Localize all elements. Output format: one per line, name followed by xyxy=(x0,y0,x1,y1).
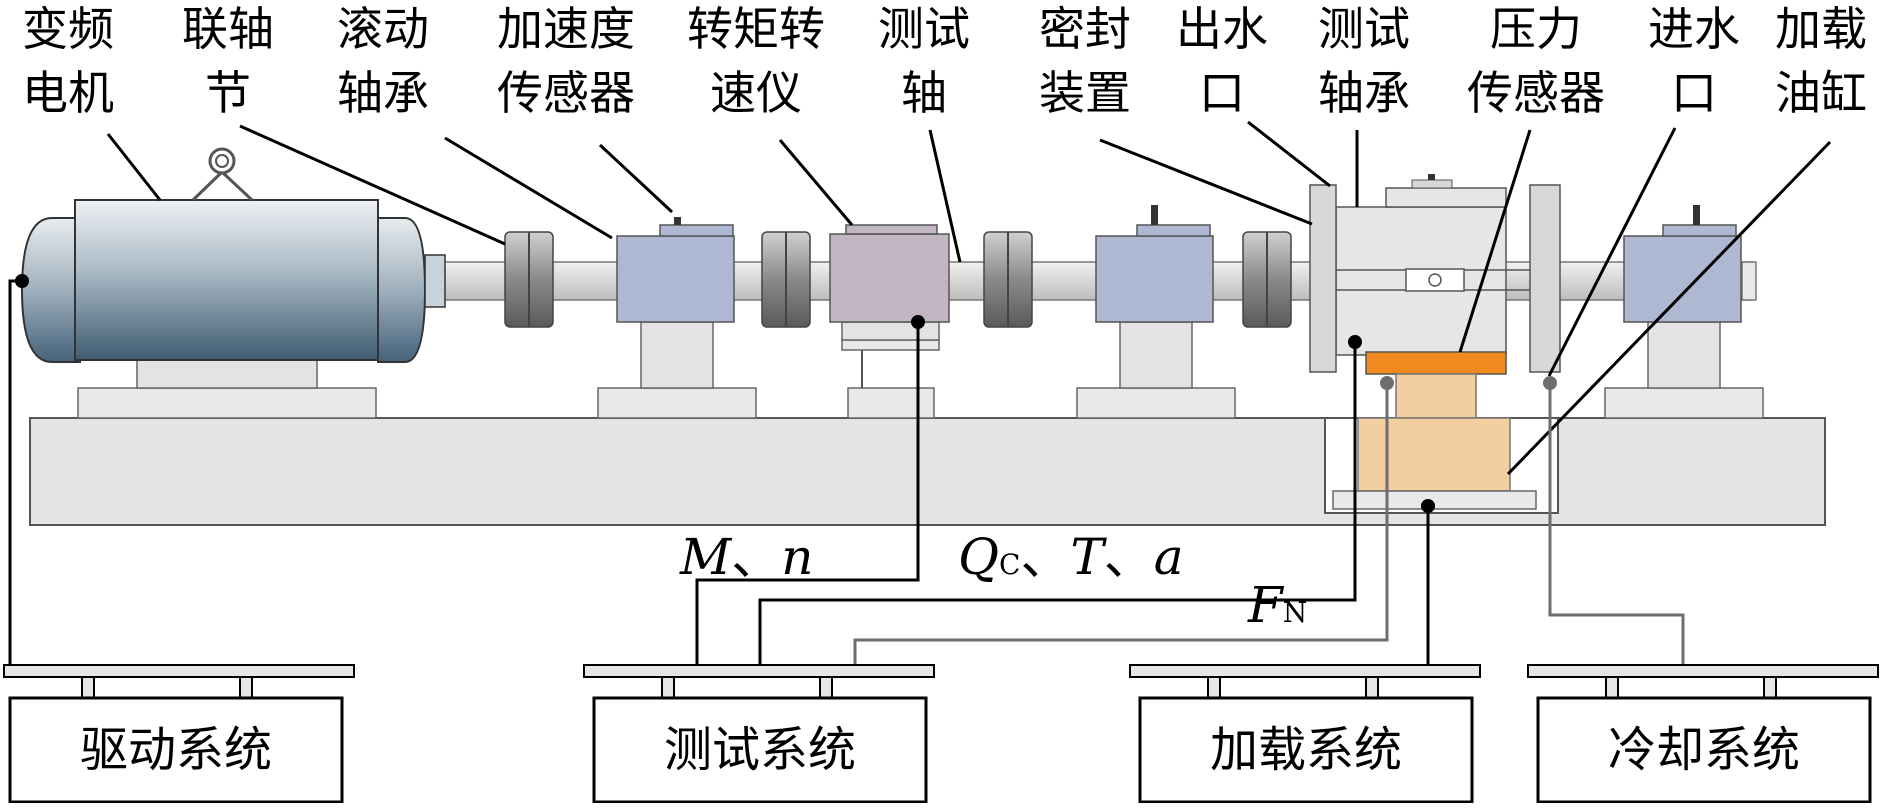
label-test-bearing-line2: 轴承 xyxy=(1318,66,1410,120)
label-pressure-sensor-line2: 传感器 xyxy=(1467,66,1605,120)
signal-t: T xyxy=(1070,528,1104,586)
system-drive-box xyxy=(3,664,355,804)
rolling-bearing-2 xyxy=(1076,205,1236,419)
label-load-cylinder-line2: 油缸 xyxy=(1775,66,1867,120)
signal-torque-speed: M、n xyxy=(680,532,813,582)
test-bearing-housing xyxy=(1309,174,1561,373)
torque-meter xyxy=(829,224,950,419)
label-rolling-bearing-line2: 轴承 xyxy=(337,66,429,120)
label-water-outlet-line1: 出水 xyxy=(1176,2,1268,56)
label-torque-meter-line2: 速仪 xyxy=(710,66,802,120)
signal-measurements: QC、T、a xyxy=(958,532,1184,582)
signal-f-subscript: N xyxy=(1282,596,1308,629)
label-motor-line2: 电机 xyxy=(22,66,114,120)
signal-force: FN xyxy=(1248,580,1307,630)
label-water-inlet-line2: 口 xyxy=(1671,66,1717,120)
label-test-bearing-line1: 测试 xyxy=(1318,2,1410,56)
label-water-outlet-line2: 口 xyxy=(1199,66,1245,120)
signal-m: M xyxy=(680,528,732,586)
coupling-2 xyxy=(761,231,811,328)
label-rolling-bearing-line1: 滚动 xyxy=(337,2,429,56)
signal-separator-1: 、 xyxy=(1020,528,1071,586)
signal-lines xyxy=(8,274,1685,665)
signal-a: a xyxy=(1153,528,1184,586)
signal-q: Q xyxy=(958,528,999,586)
motor xyxy=(20,147,446,419)
label-coupling-line1: 联轴 xyxy=(182,2,274,56)
signal-n: n xyxy=(781,528,814,586)
label-seal-line2: 装置 xyxy=(1039,66,1131,120)
label-water-inlet-line1: 进水 xyxy=(1648,2,1740,56)
system-test-label: 测试系统 xyxy=(663,722,856,778)
coupling-1 xyxy=(504,231,554,328)
label-load-cylinder-line1: 加载 xyxy=(1775,2,1867,56)
label-accel-sensor-line1: 加速度 xyxy=(497,2,635,56)
label-test-shaft-line2: 轴 xyxy=(901,66,947,120)
signal-separator-2: 、 xyxy=(1103,528,1154,586)
label-coupling-line2: 节 xyxy=(205,66,251,120)
label-torque-meter-line1: 转矩转 xyxy=(687,2,825,56)
label-test-shaft-line1: 测试 xyxy=(878,2,970,56)
system-drive-label: 驱动系统 xyxy=(79,722,272,778)
system-cooling-box xyxy=(1527,664,1879,804)
system-load-label: 加载系统 xyxy=(1209,722,1402,778)
leader-lines xyxy=(106,120,1832,476)
system-test-box xyxy=(583,664,935,804)
coupling-4 xyxy=(1242,231,1292,328)
signal-separator: 、 xyxy=(731,528,782,586)
system-load-box xyxy=(1129,664,1481,804)
rolling-bearing-1 xyxy=(597,217,757,419)
signal-f: F xyxy=(1248,576,1283,634)
base-frame xyxy=(29,417,1826,526)
label-motor-line1: 变频 xyxy=(22,2,114,56)
load-assembly xyxy=(1332,351,1537,510)
label-pressure-sensor-line1: 压力 xyxy=(1490,2,1582,56)
label-seal-line1: 密封 xyxy=(1039,2,1131,56)
system-cooling-label: 冷却系统 xyxy=(1607,722,1800,778)
signal-q-subscript: C xyxy=(999,548,1021,581)
rolling-bearing-3 xyxy=(1604,205,1764,419)
coupling-3 xyxy=(983,231,1033,328)
label-accel-sensor-line2: 传感器 xyxy=(497,66,635,120)
